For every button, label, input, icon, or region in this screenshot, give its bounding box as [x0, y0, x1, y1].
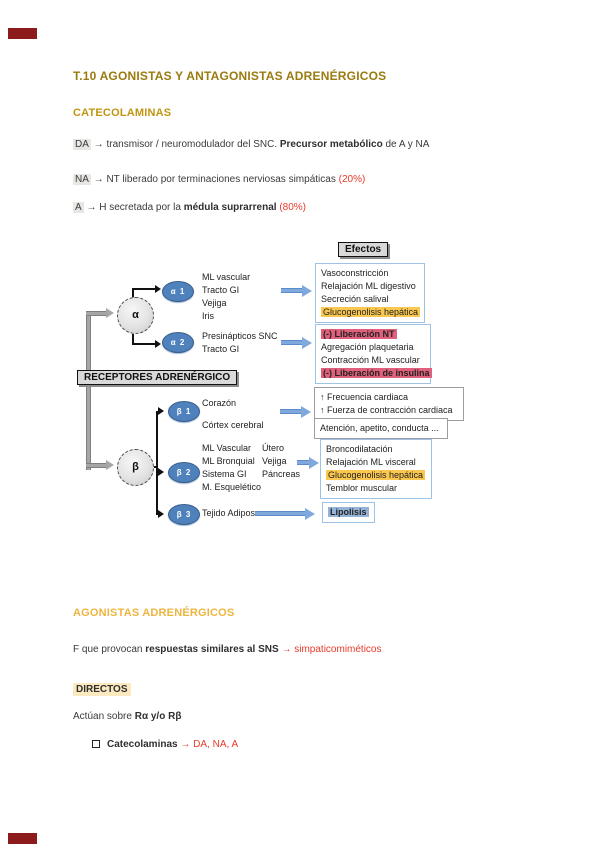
- agonistas-bold: respuestas similares al SNS: [145, 644, 279, 655]
- line-da-post: de A y NA: [382, 139, 430, 150]
- alpha2-effects-box: (-) Liberación NT Agregación plaquetaria…: [315, 324, 432, 384]
- alpha1-connector-horizontal: [132, 288, 155, 290]
- agonistas-red: simpaticomiméticos: [294, 644, 382, 655]
- beta2-targets-col1: ML Vascular ML Bronquial Sistema GI M. E…: [202, 443, 262, 492]
- top-red-mark: [8, 28, 37, 39]
- bracket-arrowhead-beta: [106, 460, 114, 470]
- alpha1-effects-box: Vasoconstricción Relajación ML digestivo…: [315, 263, 425, 323]
- line-da: DA → transmisor / neuromodulador del SNC…: [73, 139, 429, 150]
- agonistas-arrow: →: [278, 644, 295, 655]
- line-a-red: (80%): [279, 202, 306, 213]
- alpha2-targets: Presinápticos SNC Tracto GI: [202, 331, 278, 354]
- glucogenolisis-highlight: Glucogenolisis hepática: [321, 307, 421, 317]
- bracket-vertical-line: [86, 313, 91, 470]
- line-agonistas: F que provocan respuestas similares al S…: [73, 644, 382, 655]
- abbr-na: NA: [73, 174, 91, 185]
- line-na-text: → NT liberado por terminaciones nerviosa…: [90, 174, 339, 185]
- beta3-connector-arrowhead: [158, 510, 164, 518]
- beta1-effects-box-2: Atención, apetito, conducta ...: [314, 418, 448, 439]
- abbr-da: DA: [73, 139, 91, 150]
- beta1-target-corazon: Corazón: [202, 398, 237, 408]
- beta2-ellipse: β 2: [168, 462, 200, 483]
- bullet-bold: Catecolaminas: [107, 739, 178, 750]
- glucogenolisis-highlight-2: Glucogenolisis hepática: [326, 470, 426, 480]
- alpha1-ellipse: α 1: [162, 281, 194, 302]
- beta1-ellipse: β 1: [168, 401, 200, 422]
- line-da-bold: Precursor metabólico: [279, 139, 383, 150]
- alpha2-arrow: [281, 340, 302, 345]
- beta1-connector-arrowhead: [158, 407, 164, 415]
- heading-catecolaminas: CATECOLAMINAS: [73, 107, 172, 119]
- receptores-adrenergico-box: RECEPTORES ADRENÉRGICO: [77, 370, 238, 385]
- alpha2-arrowhead: [302, 337, 312, 349]
- line-na-red: (20%): [338, 174, 366, 185]
- alpha2-ellipse: α 2: [162, 332, 194, 353]
- line-a-bold: médula suprarrenal: [183, 202, 277, 213]
- efectos-box: Efectos: [338, 242, 389, 257]
- beta1-target-cortex: Córtex cerebral: [202, 420, 264, 430]
- liberacion-nt-highlight: (-) Liberación NT: [321, 329, 397, 339]
- beta2-effects-box: Broncodilatación Relajación ML visceral …: [320, 439, 432, 499]
- beta-connector-vertical: [156, 411, 158, 515]
- beta1-arrowhead: [301, 406, 311, 418]
- actuan-pre: Actúan sobre: [73, 711, 135, 722]
- bottom-red-mark: [8, 833, 37, 844]
- line-da-text: → transmisor / neuromodulador del SNC.: [90, 139, 280, 150]
- beta1-arrow: [280, 409, 301, 414]
- checkbox-icon: [92, 740, 100, 748]
- beta2-arrowhead: [309, 457, 319, 469]
- line-actuan: Actúan sobre Rα y/o Rβ: [73, 711, 181, 722]
- line-a-text: → H secretada por la: [83, 202, 184, 213]
- agonistas-pre: F que provocan: [73, 644, 146, 655]
- beta3-target: Tejido Adiposo: [202, 508, 261, 518]
- beta2-arrow: [297, 460, 309, 465]
- alpha2-connector-arrowhead: [155, 340, 161, 348]
- alpha-receptor-circle: α: [117, 297, 154, 334]
- beta2-connector-arrowhead: [158, 468, 164, 476]
- lipolisis-highlight: Lipolisis: [328, 507, 369, 517]
- alpha2-connector-vertical: [132, 334, 134, 345]
- bracket-arm-beta: [86, 463, 106, 468]
- alpha1-arrow: [281, 288, 302, 293]
- alpha1-arrowhead: [302, 285, 312, 297]
- beta-connector-stub: [152, 466, 158, 468]
- bracket-arrowhead-alpha: [106, 308, 114, 318]
- bullet-arrow: →: [177, 739, 194, 750]
- line-na: NA → NT liberado por terminaciones nervi…: [73, 174, 365, 185]
- alpha1-connector-vertical: [132, 288, 134, 299]
- heading-agonistas: AGONISTAS ADRENÉRGICOS: [73, 607, 235, 619]
- alpha1-targets: ML vascular Tracto GI Vejiga Iris: [202, 272, 251, 321]
- beta3-arrow: [255, 511, 305, 516]
- beta-receptor-circle: β: [117, 449, 154, 486]
- page-title: T.10 AGONISTAS Y ANTAGONISTAS ADRENÉRGIC…: [73, 69, 387, 83]
- liberacion-insulina-highlight: (-) Liberación de insulina: [321, 368, 432, 378]
- bullet-red: DA, NA, A: [193, 739, 239, 750]
- abbr-a: A: [73, 202, 84, 213]
- line-a: A → H secretada por la médula suprarrena…: [73, 202, 306, 213]
- beta3-arrowhead: [305, 508, 315, 520]
- beta1-effects-box: ↑ Frecuencia cardiaca ↑ Fuerza de contra…: [314, 387, 464, 421]
- actuan-bold: Rα y/o Rβ: [134, 711, 182, 722]
- bullet-catecolaminas: Catecolaminas → DA, NA, A: [92, 739, 238, 750]
- bracket-arm-alpha: [86, 311, 106, 316]
- alpha1-connector-arrowhead: [155, 285, 161, 293]
- beta3-ellipse: β 3: [168, 504, 200, 525]
- heading-directos: DIRECTOS: [73, 683, 131, 696]
- alpha2-connector-horizontal: [132, 343, 155, 345]
- lipolisis-box: Lipolisis: [322, 502, 375, 523]
- beta2-targets-col2: Útero Vejiga Páncreas: [262, 443, 301, 479]
